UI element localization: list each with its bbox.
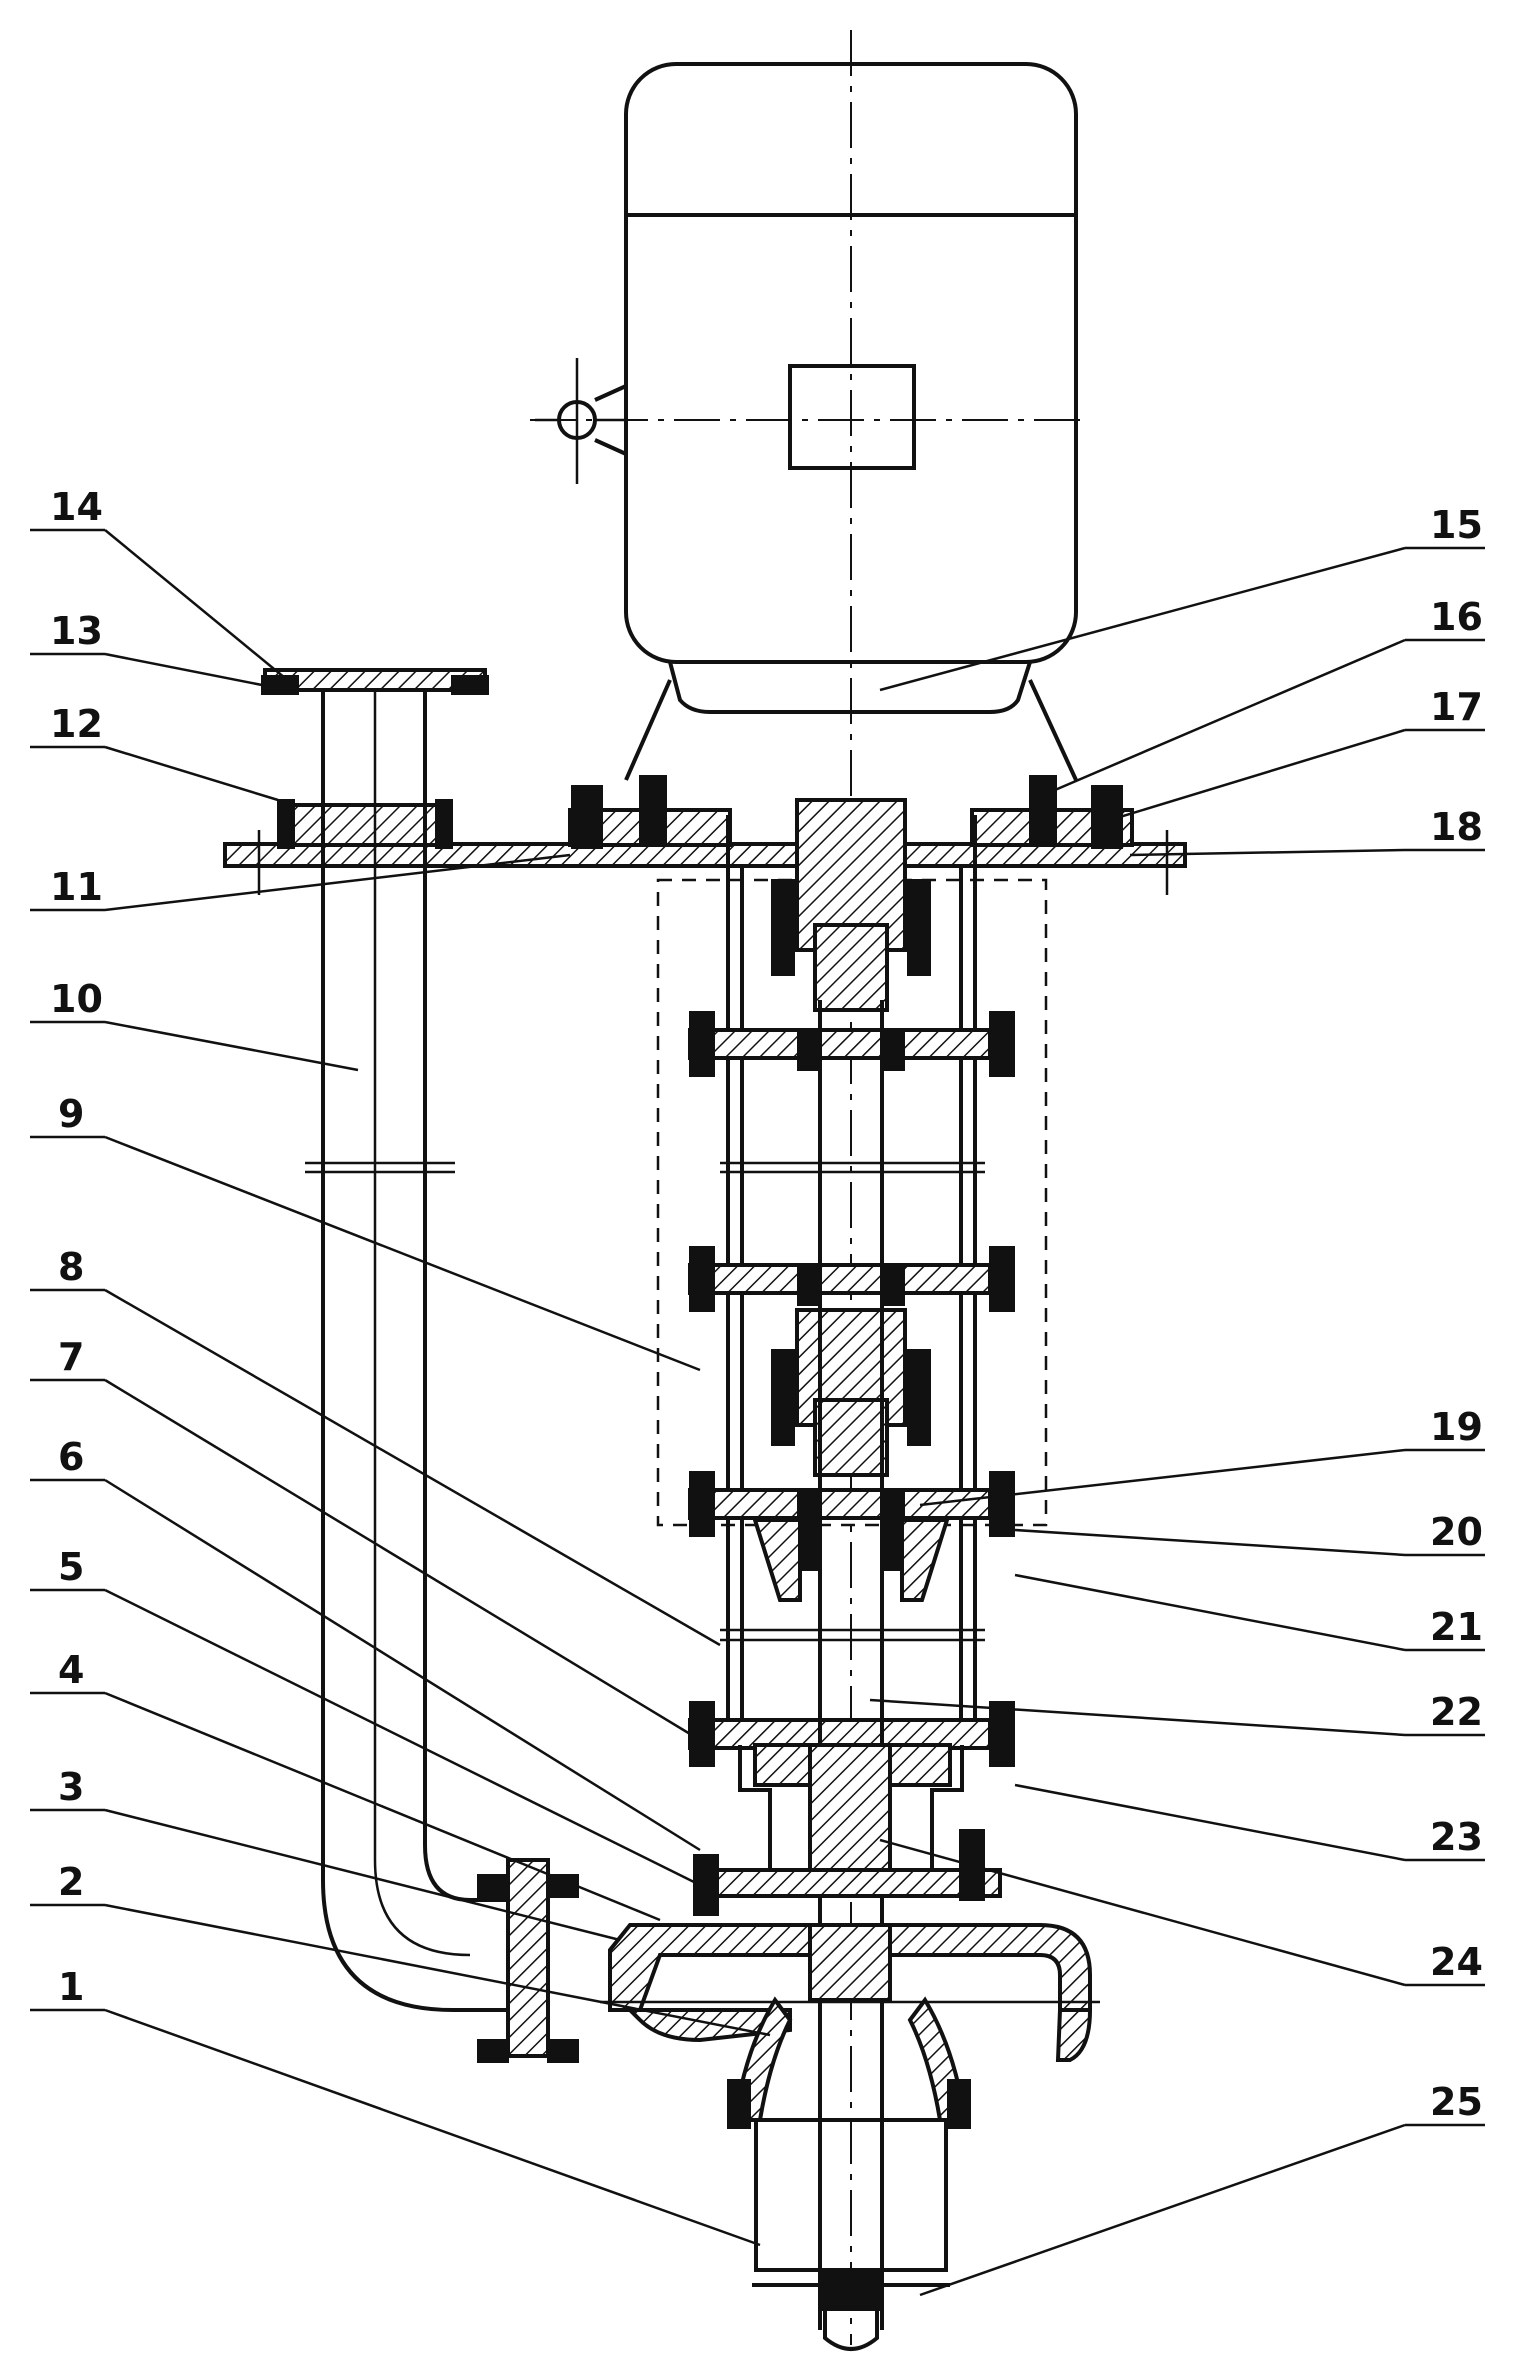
callout-13: 13 [50, 609, 103, 653]
callout-14: 14 [50, 485, 103, 529]
callout-6: 6 [58, 1435, 84, 1479]
callout-5: 5 [58, 1545, 84, 1589]
callout-8: 8 [58, 1245, 84, 1289]
callout-3: 3 [58, 1765, 84, 1809]
mounting-plate [223, 775, 1187, 895]
callout-25: 25 [1430, 2080, 1483, 2124]
callout-23: 23 [1430, 1815, 1483, 1859]
callout-17: 17 [1430, 685, 1483, 729]
callout-16: 16 [1430, 595, 1483, 639]
callout-labels: 1 2 3 4 5 6 7 8 9 10 11 12 13 14 15 16 1… [50, 485, 1483, 2124]
callout-24: 24 [1430, 1940, 1483, 1984]
callout-12: 12 [50, 702, 103, 746]
callout-15: 15 [1430, 503, 1483, 547]
column-housing [656, 798, 1048, 2330]
callout-11: 11 [50, 865, 103, 909]
callout-4: 4 [58, 1648, 84, 1692]
leader-lines [30, 528, 1485, 2297]
callout-1: 1 [58, 1965, 84, 2009]
callout-7: 7 [58, 1335, 84, 1379]
callout-9: 9 [58, 1092, 84, 1136]
callout-21: 21 [1430, 1605, 1483, 1649]
callout-22: 22 [1430, 1690, 1483, 1734]
callout-2: 2 [58, 1860, 84, 1904]
callout-19: 19 [1430, 1405, 1483, 1449]
pump-casing [600, 1743, 1100, 2351]
motor [535, 62, 1078, 781]
callout-20: 20 [1430, 1510, 1483, 1554]
discharge-pipe [261, 668, 579, 2063]
callout-10: 10 [50, 977, 103, 1021]
callout-18: 18 [1430, 805, 1483, 849]
